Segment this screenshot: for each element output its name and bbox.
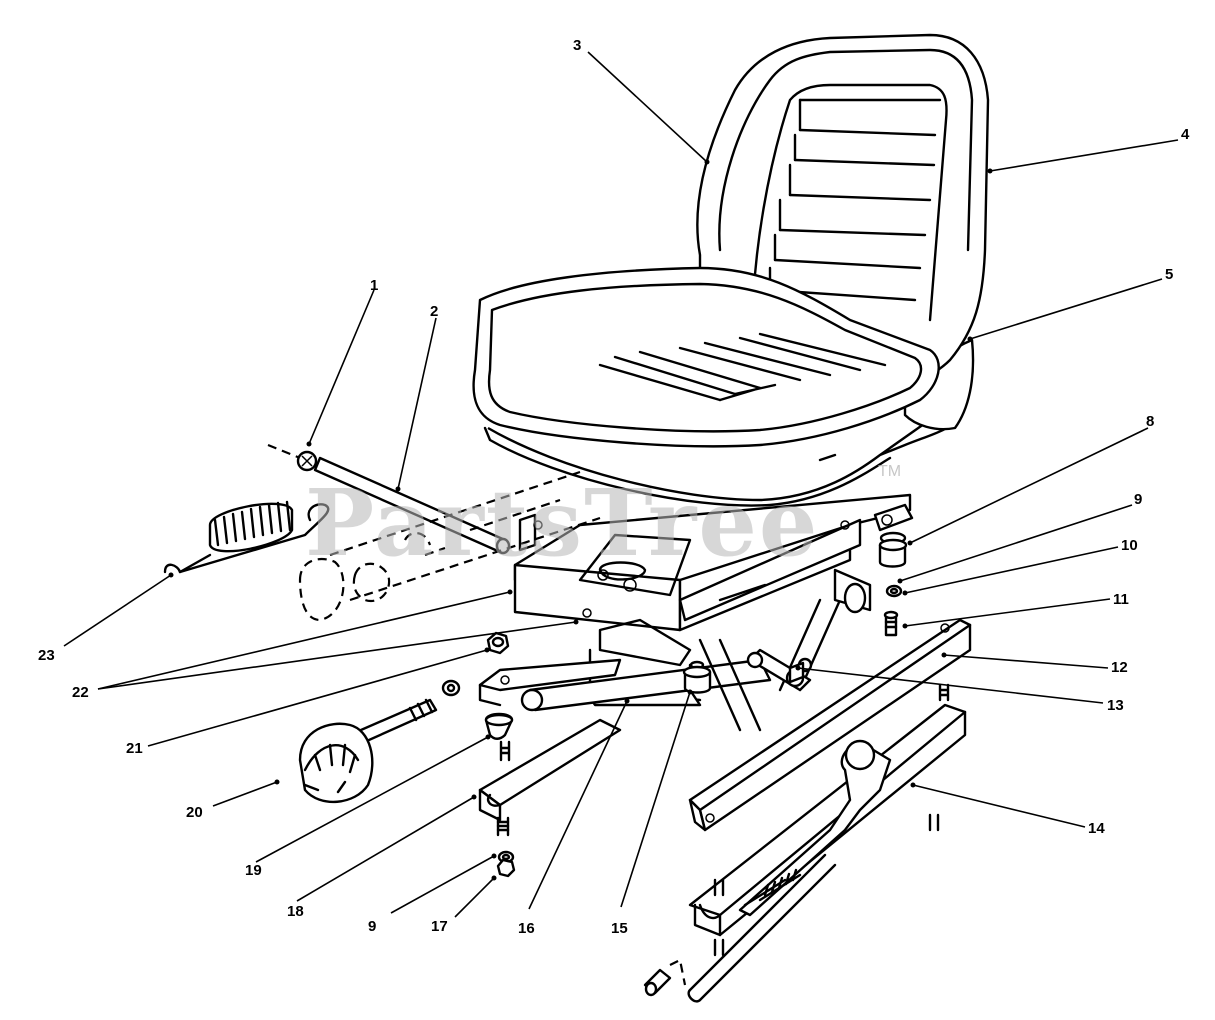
callout-19: 19	[245, 862, 262, 879]
watermark-text: PartsTree	[305, 469, 819, 577]
callout-22: 22	[72, 684, 89, 701]
callout-2: 2	[430, 303, 438, 320]
callout-labels: 1 2 3 4 5 8 9 10 11 12 13 14 15 16 9 17 …	[38, 37, 1190, 937]
callout-13: 13	[1107, 697, 1124, 714]
callout-17: 17	[431, 918, 448, 935]
leader-lines	[63, 51, 1179, 918]
left-hardware	[298, 631, 516, 878]
callout-9-lower: 9	[368, 918, 376, 935]
callout-4: 4	[1181, 126, 1190, 143]
callout-10: 10	[1121, 537, 1138, 554]
callout-21: 21	[126, 740, 143, 757]
callout-20: 20	[186, 804, 203, 821]
slide-rail	[643, 683, 967, 1003]
pivot-rod-and-spring	[163, 443, 601, 622]
callout-5: 5	[1165, 266, 1173, 283]
lower-rail	[688, 618, 972, 832]
watermark-trademark: TM	[878, 463, 901, 480]
callout-12: 12	[1111, 659, 1128, 676]
callout-18: 18	[287, 903, 304, 920]
callout-9-upper: 9	[1134, 491, 1142, 508]
callout-11: 11	[1113, 591, 1129, 608]
watermark: PartsTree TM	[305, 463, 901, 577]
callout-16: 16	[518, 920, 535, 937]
callout-1: 1	[370, 277, 378, 294]
callout-3: 3	[573, 37, 581, 54]
seat-mount-plate	[513, 493, 914, 632]
seat	[472, 33, 990, 507]
callout-8: 8	[1146, 413, 1154, 430]
callout-14: 14	[1088, 820, 1105, 837]
bumpers-hardware	[682, 531, 908, 694]
front-base-frame	[478, 658, 622, 837]
callout-15: 15	[611, 920, 628, 937]
callout-23: 23	[38, 647, 55, 664]
